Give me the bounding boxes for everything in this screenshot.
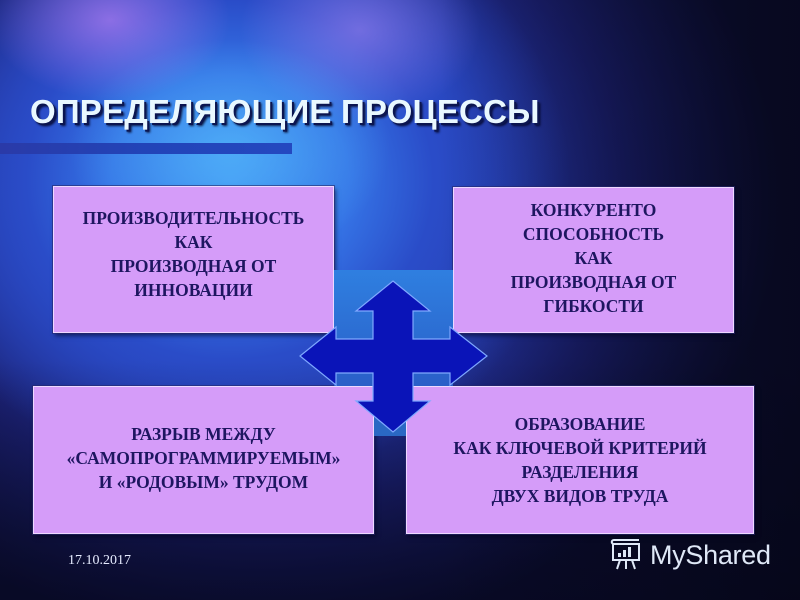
- box-text-line: ПРОИЗВОДНАЯ ОТ: [110, 255, 277, 276]
- presentation-board-icon: [608, 536, 644, 575]
- box-text-line: «САМОПРОГРАММИРУЕМЫМ»: [66, 448, 341, 468]
- slide-date: 17.10.2017: [68, 553, 131, 568]
- concept-box-labor-gap: РАЗРЫВ МЕЖДУ «САМОПРОГРАММИРУЕМЫМ» И «РО…: [33, 386, 374, 534]
- concept-box-productivity: ПРОИЗВОДИТЕЛЬНОСТЬ КАК ПРОИЗВОДНАЯ ОТ ИН…: [53, 186, 334, 333]
- watermark-text: MyShared: [650, 539, 771, 570]
- box-text-line: РАЗДЕЛЕНИЯ: [521, 462, 639, 482]
- concept-box-competitiveness: КОНКУРЕНТО СПОСОБНОСТЬ КАК ПРОИЗВОДНАЯ О…: [453, 187, 734, 333]
- box-text-line: КАК: [174, 231, 213, 252]
- box-text-line: ПРОИЗВОДИТЕЛЬНОСТЬ: [82, 207, 305, 228]
- box-text-line: СПОСОБНОСТЬ: [522, 224, 665, 244]
- concept-box-education: ОБРАЗОВАНИЕ КАК КЛЮЧЕВОЙ КРИТЕРИЙ РАЗДЕЛ…: [406, 386, 754, 534]
- box-text-line: КОНКУРЕНТО: [530, 200, 657, 220]
- box-text-line: ИННОВАЦИИ: [134, 279, 253, 300]
- box-text-line: КАК КЛЮЧЕВОЙ КРИТЕРИЙ: [453, 438, 707, 458]
- title-underline-bar: [0, 143, 292, 154]
- box-text-line: И «РОДОВЫМ» ТРУДОМ: [98, 472, 309, 492]
- box-text-line: ПРОИЗВОДНАЯ ОТ: [510, 272, 677, 292]
- slide-title: ОПРЕДЕЛЯЮЩИЕ ПРОЦЕССЫ: [30, 93, 540, 130]
- box-text-line: ОБРАЗОВАНИЕ: [514, 414, 646, 434]
- box-text-line: ДВУХ ВИДОВ ТРУДА: [491, 486, 669, 506]
- watermark-logo[interactable]: MyShared: [608, 538, 771, 572]
- box-text-line: РАЗРЫВ МЕЖДУ: [131, 424, 276, 444]
- box-text-line: КАК: [574, 248, 613, 268]
- box-text-line: ГИБКОСТИ: [543, 296, 644, 316]
